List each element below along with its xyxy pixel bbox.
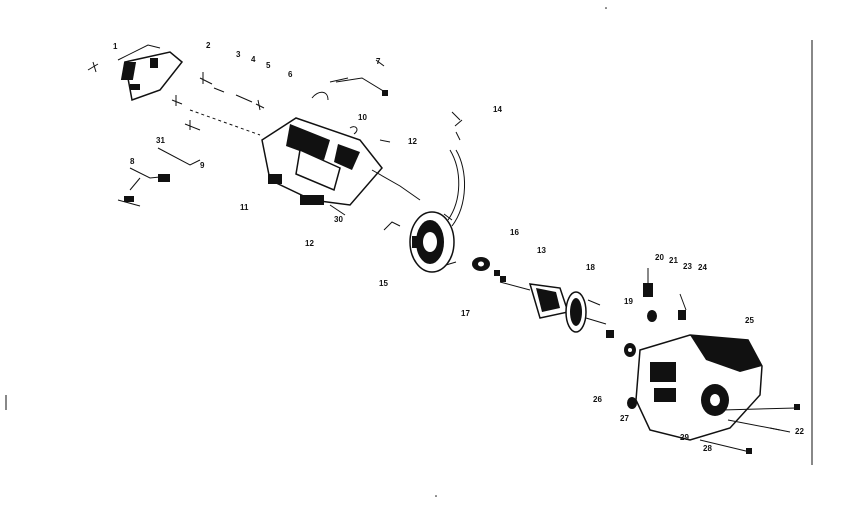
gear-housing-part [635,334,763,454]
part-label-5: 5 [266,61,271,70]
part-label-25: 25 [745,316,754,325]
brush-holder-part [643,268,687,322]
cord-clamp-part [349,111,463,143]
lever-assembly-part [117,147,201,207]
bearing-part [472,257,506,282]
power-cord-part [383,149,465,231]
part-label-20: 20 [655,253,664,262]
part-label-21: 21 [669,256,678,265]
part-label-22: 22 [795,427,804,436]
part-label-10: 10 [358,113,367,122]
nut-part [627,397,637,409]
housing-screw-part [721,404,800,433]
part-label-14: 14 [493,105,502,114]
part-label-12: 12 [408,137,417,146]
scan-dot [435,495,437,497]
part-label-8: 8 [130,157,135,166]
part-label-4: 4 [251,55,256,64]
part-label-18: 18 [586,263,595,272]
part-label-1: 1 [113,42,118,51]
part-label-29: 29 [680,433,689,442]
part-label-24: 24 [698,263,707,272]
part-label-23: 23 [683,262,692,271]
part-label-3: 3 [236,50,241,59]
part-label-6: 6 [288,70,293,79]
part-label-7: 7 [376,57,381,66]
field-coil-part [409,211,457,273]
part-label-12b: 12 [305,239,314,248]
spring-clip-part [311,59,388,101]
part-label-15: 15 [379,279,388,288]
part-label-17: 17 [461,309,470,318]
part-label-2: 2 [206,41,211,50]
scan-dot [605,7,607,9]
part-label-28: 28 [703,444,712,453]
part-label-13: 13 [537,246,546,255]
screw-set-upper [171,72,265,136]
part-label-10b: 31 [156,136,165,145]
part-label-9: 9 [200,161,205,170]
part-label-19: 19 [624,297,633,306]
part-label-30: 30 [334,215,343,224]
part-label-11: 11 [240,203,249,212]
armature-part [499,281,607,333]
part-label-26: 26 [593,395,602,404]
washer-set-part [606,330,636,357]
part-label-16: 16 [510,228,519,237]
motor-housing-part [261,117,421,216]
switch-bracket-part [87,44,184,102]
part-label-27: 27 [620,414,629,423]
